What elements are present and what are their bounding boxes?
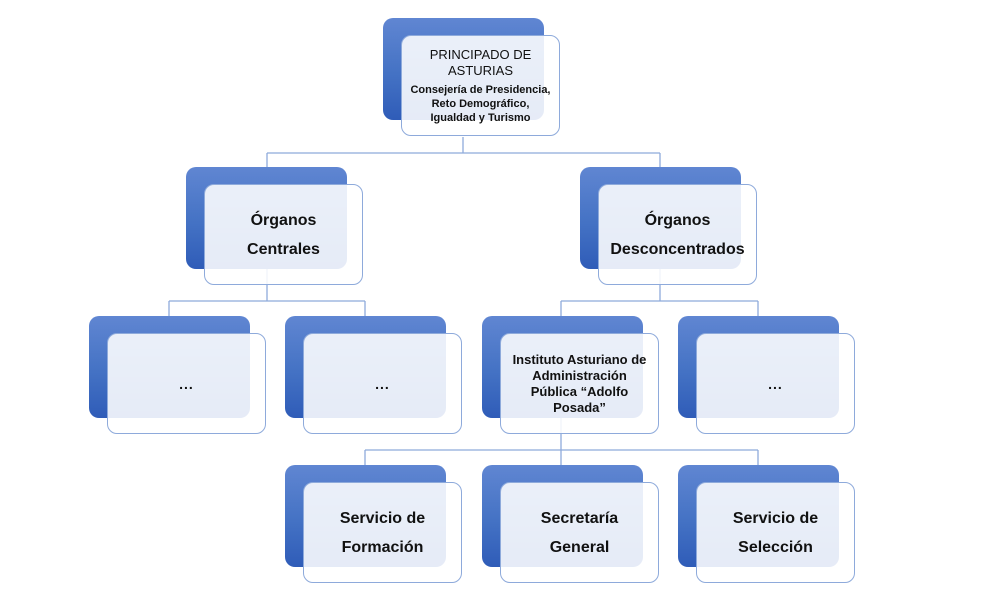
node-servicio-seleccion[interactable]: Servicio de Selección [678,465,857,585]
node-label: Servicio de Selección [732,509,819,556]
node-label: Servicio de Formación [339,509,426,556]
node-instituto-asturiano[interactable]: Instituto Asturiano de Administración Pú… [482,316,661,436]
root-title: PRINCIPADO DE ASTURIAS [429,46,532,78]
node-level2-placeholder-3[interactable]: ... [678,316,857,436]
node-card: Servicio de Selección [696,482,855,583]
root-subtitle: Consejería de Presidencia, Reto Demográf… [410,83,551,124]
node-label: ... [375,375,390,392]
node-organos-centrales[interactable]: Órganos Centrales [186,167,365,287]
node-card: Órganos Desconcentrados [598,184,757,285]
node-organos-desconcentrados[interactable]: Órganos Desconcentrados [580,167,759,287]
node-card: Instituto Asturiano de Administración Pú… [500,333,659,434]
node-level2-placeholder-2[interactable]: ... [285,316,464,436]
node-root[interactable]: PRINCIPADO DE ASTURIAS Consejería de Pre… [383,18,562,138]
node-card: PRINCIPADO DE ASTURIAS Consejería de Pre… [401,35,560,136]
node-label: Órganos Desconcentrados [610,211,745,258]
node-card: ... [303,333,462,434]
node-label: ... [768,375,783,392]
node-label: ... [179,375,194,392]
node-label: Instituto Asturiano de Administración Pú… [512,351,647,415]
node-card: Secretaría General [500,482,659,583]
node-card: Servicio de Formación [303,482,462,583]
node-secretaria-general[interactable]: Secretaría General [482,465,661,585]
node-label: Secretaría General [540,509,619,556]
node-card: ... [696,333,855,434]
node-level2-placeholder-1[interactable]: ... [89,316,268,436]
node-card: ... [107,333,266,434]
node-label: Órganos Centrales [247,211,320,258]
node-servicio-formacion[interactable]: Servicio de Formación [285,465,464,585]
node-card: Órganos Centrales [204,184,363,285]
